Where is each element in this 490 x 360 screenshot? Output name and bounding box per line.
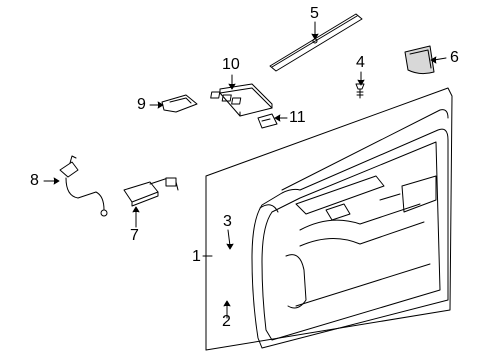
- callout-1: 1: [192, 248, 201, 265]
- callout-2: 2: [222, 313, 231, 330]
- callout-6: 6: [450, 49, 459, 66]
- small-switch: [257, 113, 278, 129]
- corner-cover: [404, 45, 435, 75]
- control-module: [123, 177, 179, 207]
- arrow-6: [430, 56, 437, 64]
- switch-bezel: [161, 94, 198, 113]
- arrow-4: [357, 79, 365, 86]
- leader-lines: [43, 21, 447, 319]
- window-switch-assembly: [210, 83, 273, 117]
- callout-10: 10: [222, 56, 240, 73]
- callout-8: 8: [30, 172, 39, 189]
- belt-molding: [269, 13, 363, 72]
- callout-7: 7: [130, 227, 139, 244]
- arrow-7: [132, 206, 140, 213]
- arrow-10: [228, 83, 236, 90]
- door-trim-panel: [205, 87, 453, 351]
- callout-9: 9: [137, 96, 146, 113]
- callout-11: 11: [289, 109, 306, 126]
- callout-5: 5: [310, 5, 319, 22]
- arrow-5: [311, 33, 319, 40]
- callout-4: 4: [356, 54, 365, 71]
- leader-3: [227, 229, 231, 247]
- arrow-2: [223, 300, 231, 307]
- wiring-harness: [59, 155, 108, 217]
- callout-3: 3: [223, 213, 232, 230]
- arrow-11: [274, 114, 281, 122]
- clip-part-4: [355, 83, 365, 99]
- arrow-8: [53, 177, 60, 185]
- arrow-3: [226, 243, 234, 250]
- arrow-9: [157, 101, 164, 109]
